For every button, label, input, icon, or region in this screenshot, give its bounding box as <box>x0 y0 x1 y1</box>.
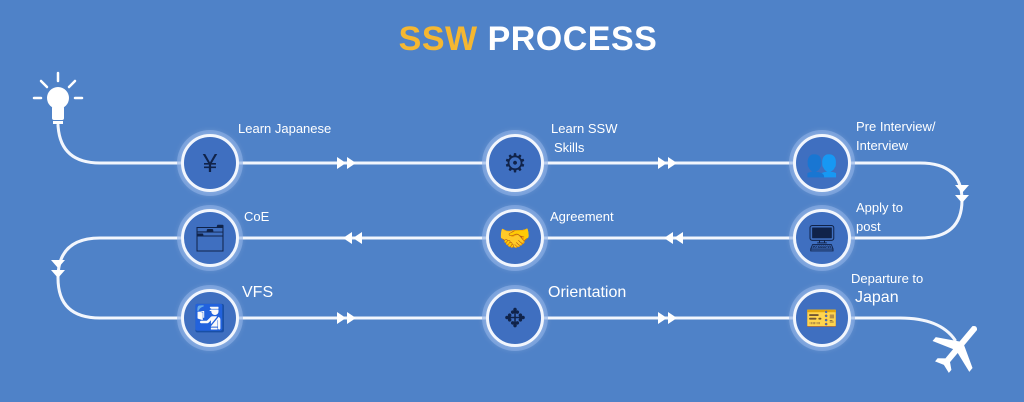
title-accent: SSW <box>398 20 478 58</box>
step-label-interview: Pre Interview/Interview <box>856 117 935 155</box>
arrow-left-icon <box>343 232 362 244</box>
folder-document-icon: 🗂 <box>193 222 227 253</box>
label-line: Japan <box>855 289 899 306</box>
computer-gear-icon: 🖥 <box>805 222 839 253</box>
label-line: Pre Interview/ <box>856 119 936 134</box>
step-circle-vfs: 🛂 <box>181 289 239 347</box>
arrow-right-icon <box>337 312 356 324</box>
arrow-left-icon <box>664 232 683 244</box>
orientation-arrows-icon: ✥ <box>504 302 526 333</box>
page-title: SSW PROCESS <box>0 20 1024 59</box>
step-label-apply: Apply to post <box>856 198 903 236</box>
step-label-departure: Departure to Japan <box>851 269 923 307</box>
arrow-right-icon <box>658 312 677 324</box>
interview-icon: 👥 <box>805 147 839 178</box>
step-label-vfs: VFS <box>242 284 274 301</box>
step-circle-coe: 🗂 <box>181 209 239 267</box>
label-line: Skills <box>554 140 585 155</box>
arrow-down-icon <box>51 260 65 278</box>
step-label-learn-skills: Learn SSW Skills <box>551 119 617 157</box>
passport-icon: 🛂 <box>193 302 227 333</box>
step-circle-apply: 🖥 <box>793 209 851 267</box>
label-line: post <box>856 219 881 234</box>
arrow-right-icon <box>658 157 677 169</box>
lightbulb-icon <box>32 71 84 124</box>
step-label-learn-japanese: Learn Japanese <box>238 121 332 136</box>
step-circle-learn-japanese: ¥ <box>181 134 239 192</box>
arrow-right-icon <box>337 157 356 169</box>
step-label-orientation: Orientation <box>548 284 627 301</box>
title-rest: PROCESS <box>487 20 658 58</box>
step-circle-learn-skills: ⚙ <box>486 134 544 192</box>
step-circle-departure: 🎫 <box>793 289 851 347</box>
ticket-icon: 🎫 <box>805 302 839 333</box>
handshake-document-icon: 🤝 <box>498 222 532 253</box>
step-circle-agreement: 🤝 <box>486 209 544 267</box>
airplane-icon <box>932 325 978 373</box>
step-label-coe: CoE <box>244 209 270 224</box>
label-line: Apply to <box>856 200 903 215</box>
step-label-agreement: Agreement <box>550 209 614 224</box>
skills-hands-icon: ⚙ <box>503 147 527 178</box>
step-circle-interview: 👥 <box>793 134 851 192</box>
label-line: Interview <box>856 138 909 153</box>
step-circle-orientation: ✥ <box>486 289 544 347</box>
yen-icon: ¥ <box>202 147 218 178</box>
arrow-down-icon <box>955 185 969 203</box>
label-line: Departure to <box>851 271 924 286</box>
label-line: Learn SSW <box>551 121 618 136</box>
